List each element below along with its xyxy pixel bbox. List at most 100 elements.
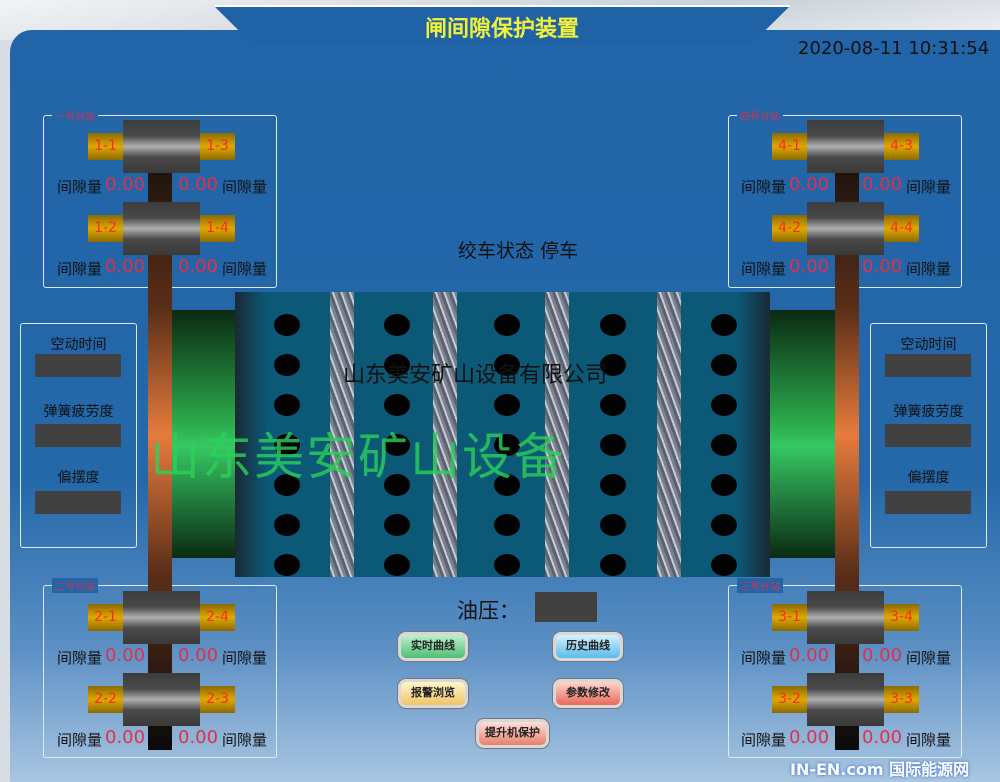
oil-pressure-label: 油压：: [457, 599, 520, 623]
drum-hole: [711, 314, 737, 336]
site-logo: IN-EN.com 国际能源网: [790, 760, 970, 779]
drum-hole: [600, 554, 626, 576]
gap-value: 0.00: [105, 727, 146, 748]
brake-pad: 3-4: [884, 604, 919, 631]
drum-hole: [384, 474, 410, 496]
datetime: 2020-08-11 10:31:54: [798, 38, 990, 59]
idle-time-field: [35, 354, 121, 377]
gap-value: 0.00: [178, 256, 219, 277]
right-axle: [770, 310, 835, 558]
winch-status-value: 停车: [540, 240, 579, 262]
gap-label: 间隙量: [906, 178, 952, 196]
brake-pad: 4-3: [884, 133, 919, 160]
brake-roller: [123, 120, 200, 173]
gap-value: 0.00: [789, 645, 830, 666]
drum-hole: [384, 434, 410, 456]
drum-hole: [384, 514, 410, 536]
drum-hole: [600, 434, 626, 456]
drum-hole: [494, 394, 520, 416]
drum-hole: [711, 354, 737, 376]
spring-fatigue-field: [35, 424, 121, 447]
wire-rope: [545, 292, 569, 577]
gap-label: 间隙量: [741, 178, 787, 196]
gap-value: 0.00: [789, 727, 830, 748]
gap-value: 0.00: [105, 645, 146, 666]
brake-pad: 1-3: [200, 133, 235, 160]
gap-label: 间隙量: [906, 649, 952, 667]
drum-hole: [274, 314, 300, 336]
gap-label: 间隙量: [741, 731, 787, 749]
spring-fatigue-label: 弹簧疲劳度: [893, 404, 964, 420]
swing-label: 偏摆度: [57, 470, 100, 486]
drum-hole: [384, 554, 410, 576]
brake-roller: [123, 673, 200, 726]
gap-value: 0.00: [105, 174, 146, 195]
gap-value: 0.00: [862, 174, 903, 195]
gap-value: 0.00: [178, 727, 219, 748]
right-side-panel: 空动时间 弹簧疲劳度 偏摆度: [870, 323, 987, 548]
gap-label: 间隙量: [57, 260, 103, 278]
brake-roller: [807, 673, 884, 726]
winch-drum: [235, 292, 770, 577]
wire-rope: [330, 292, 354, 577]
brake-roller: [807, 120, 884, 173]
drum-hole: [494, 514, 520, 536]
drum-hole: [494, 314, 520, 336]
gap-value: 0.00: [178, 645, 219, 666]
swing-field: [35, 491, 121, 514]
winch-status-label: 绞车状态: [458, 240, 535, 262]
drum-hole: [384, 314, 410, 336]
realtime-curve-button[interactable]: 实时曲线: [398, 632, 468, 661]
param-edit-button[interactable]: 参数修改: [553, 679, 623, 708]
oil-pressure-field: [535, 592, 597, 622]
hoist-protect-button[interactable]: 提升机保护: [476, 719, 549, 748]
drum-hole: [274, 474, 300, 496]
station-title: 二号分站: [52, 578, 98, 593]
gap-label: 间隙量: [222, 649, 268, 667]
drum-hole: [600, 394, 626, 416]
station-title: 四号分站: [737, 108, 783, 123]
gap-label: 间隙量: [741, 260, 787, 278]
idle-time-field: [885, 354, 971, 377]
gap-label: 间隙量: [57, 178, 103, 196]
drum-hole: [711, 554, 737, 576]
spring-fatigue-label: 弹簧疲劳度: [43, 404, 114, 420]
brake-pad: 2-2: [88, 686, 123, 713]
left-axle: [172, 310, 235, 558]
gap-label: 间隙量: [906, 260, 952, 278]
drum-hole: [600, 314, 626, 336]
idle-time-label: 空动时间: [900, 337, 957, 353]
wire-rope: [657, 292, 681, 577]
swing-label: 偏摆度: [907, 470, 950, 486]
brake-roller: [807, 591, 884, 644]
watermark: 山东美安矿山设备: [150, 428, 566, 486]
gap-value: 0.00: [105, 256, 146, 277]
alarm-browse-button[interactable]: 报警浏览: [398, 679, 468, 708]
brake-pad: 4-4: [884, 215, 919, 242]
brake-pad: 4-2: [772, 215, 807, 242]
gap-value: 0.00: [789, 256, 830, 277]
drum-hole: [494, 554, 520, 576]
brake-roller: [123, 591, 200, 644]
drum-hole: [274, 354, 300, 376]
company-name: 山东美安矿山设备有限公司: [343, 363, 608, 388]
drum-hole: [600, 514, 626, 536]
brake-pad: 2-1: [88, 604, 123, 631]
brake-pad: 1-4: [200, 215, 235, 242]
brake-pad: 3-3: [884, 686, 919, 713]
history-curve-button[interactable]: 历史曲线: [553, 632, 623, 661]
left-side-panel: 空动时间 弹簧疲劳度 偏摆度: [20, 323, 137, 548]
brake-pad: 4-1: [772, 133, 807, 160]
drum-hole: [274, 434, 300, 456]
drum-hole: [274, 514, 300, 536]
title-banner: [213, 5, 791, 45]
winch-status: 绞车状态 停车: [458, 236, 578, 263]
brake-roller: [807, 202, 884, 255]
drum-hole: [600, 474, 626, 496]
spring-fatigue-field: [885, 424, 971, 447]
gap-label: 间隙量: [906, 731, 952, 749]
brake-pad: 3-2: [772, 686, 807, 713]
drum-hole: [711, 514, 737, 536]
drum-hole: [384, 394, 410, 416]
brake-pad: 3-1: [772, 604, 807, 631]
